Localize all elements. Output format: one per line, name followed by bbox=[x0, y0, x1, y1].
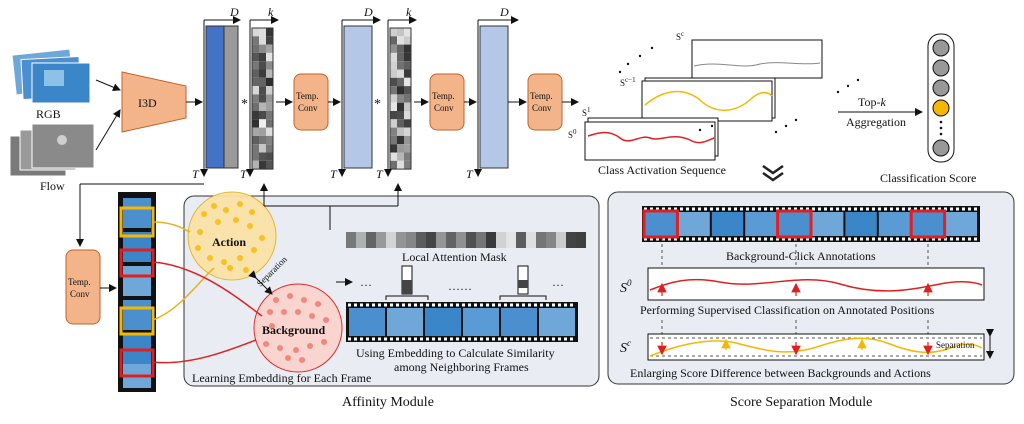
dim-k-2: k bbox=[406, 5, 412, 19]
background-label: Background bbox=[262, 323, 325, 337]
chevron-down-icon bbox=[762, 164, 784, 182]
similarity-vector-2 bbox=[517, 265, 529, 295]
dim-d-2: D bbox=[363, 5, 373, 19]
flow-input-frames bbox=[9, 123, 95, 177]
background-points bbox=[263, 293, 329, 363]
rgb-label: RGB bbox=[36, 107, 61, 121]
cas-s0: S0 bbox=[568, 128, 577, 140]
action-label: Action bbox=[212, 235, 246, 249]
dim-d-3: D bbox=[499, 5, 509, 19]
supervised-label: Performing Supervised Classification on … bbox=[640, 303, 935, 317]
feature-map-1-blue bbox=[205, 25, 225, 169]
cas-sc1: Sc−1 bbox=[620, 76, 636, 88]
conv-star-2: * bbox=[374, 97, 381, 112]
score-sep-title: Score Separation Module bbox=[730, 395, 872, 410]
ellipsis-3: … bbox=[552, 275, 564, 289]
temp-conv-2-l2: Conv bbox=[434, 103, 454, 113]
ellipsis-1: … bbox=[360, 275, 372, 289]
feature-map-1-gray bbox=[223, 25, 239, 169]
temp-conv-1-l1: Temp. bbox=[296, 91, 319, 101]
ss-s0: S0 bbox=[620, 278, 632, 296]
action-points bbox=[195, 201, 265, 273]
embedding-label: Learning Embedding for Each Frame bbox=[192, 371, 371, 385]
cas-label: Class Activation Sequence bbox=[598, 163, 726, 177]
temp-conv-3-l1: Temp. bbox=[530, 91, 553, 101]
temp-conv-2 bbox=[429, 73, 465, 131]
temp-conv-left-l2: Conv bbox=[70, 289, 90, 299]
flow-label: Flow bbox=[40, 179, 65, 193]
local-mask-label: Local Attention Mask bbox=[402, 250, 507, 264]
temp-conv-left bbox=[65, 249, 101, 325]
aggregation-label: Aggregation bbox=[846, 115, 906, 129]
enlarging-label: Enlarging Score Difference between Backg… bbox=[630, 366, 931, 380]
dim-t-5: T bbox=[466, 167, 474, 181]
dim-t-4: T bbox=[376, 167, 384, 181]
local-attention-mask bbox=[346, 232, 586, 248]
i3d-block bbox=[121, 71, 187, 133]
frame-strip-affinity bbox=[346, 302, 578, 342]
rgb-input-frames bbox=[11, 48, 91, 104]
similarity-label-1: Using Embedding to Calculate Similarity bbox=[356, 346, 555, 360]
temp-conv-left-l1: Temp. bbox=[68, 277, 91, 287]
attention-matrix-2 bbox=[389, 27, 412, 170]
feature-map-3 bbox=[479, 25, 509, 169]
classification-label: Classification Score bbox=[880, 171, 976, 185]
similarity-vector-1 bbox=[401, 265, 413, 295]
dim-t-3: T bbox=[330, 167, 338, 181]
similarity-label-2: among Neighboring Frames bbox=[394, 360, 529, 374]
i3d-label: I3D bbox=[138, 96, 157, 110]
frame-strip-score bbox=[642, 206, 980, 242]
ss-sc: Sc bbox=[620, 338, 631, 356]
classification-nodes bbox=[932, 39, 950, 157]
attention-matrix-1 bbox=[251, 27, 274, 170]
temp-conv-3 bbox=[527, 73, 563, 131]
cas-sc: Sc bbox=[676, 30, 684, 42]
topk-label: Top-k bbox=[858, 95, 887, 109]
temp-conv-1-l2: Conv bbox=[298, 103, 318, 113]
ellipsis-2: …… bbox=[448, 279, 472, 293]
temp-conv-1 bbox=[293, 73, 329, 131]
frame-strip-vertical bbox=[118, 192, 156, 392]
feature-map-2 bbox=[343, 25, 373, 169]
dim-t-2: T bbox=[240, 167, 248, 181]
ss-separation-label: Separation bbox=[936, 340, 975, 350]
cas-s1: S1 bbox=[582, 106, 591, 118]
conv-star-1: * bbox=[241, 97, 248, 112]
temp-conv-3-l2: Conv bbox=[532, 103, 552, 113]
dim-d-1: D bbox=[229, 5, 239, 19]
s0-plot bbox=[647, 267, 985, 301]
cas-stack bbox=[584, 39, 860, 161]
temp-conv-2-l1: Temp. bbox=[432, 91, 455, 101]
bg-click-label: Background-Click Annotations bbox=[726, 249, 876, 263]
dim-k-1: k bbox=[268, 5, 274, 19]
affinity-title: Affinity Module bbox=[342, 395, 434, 410]
dim-t-1: T bbox=[192, 167, 200, 181]
